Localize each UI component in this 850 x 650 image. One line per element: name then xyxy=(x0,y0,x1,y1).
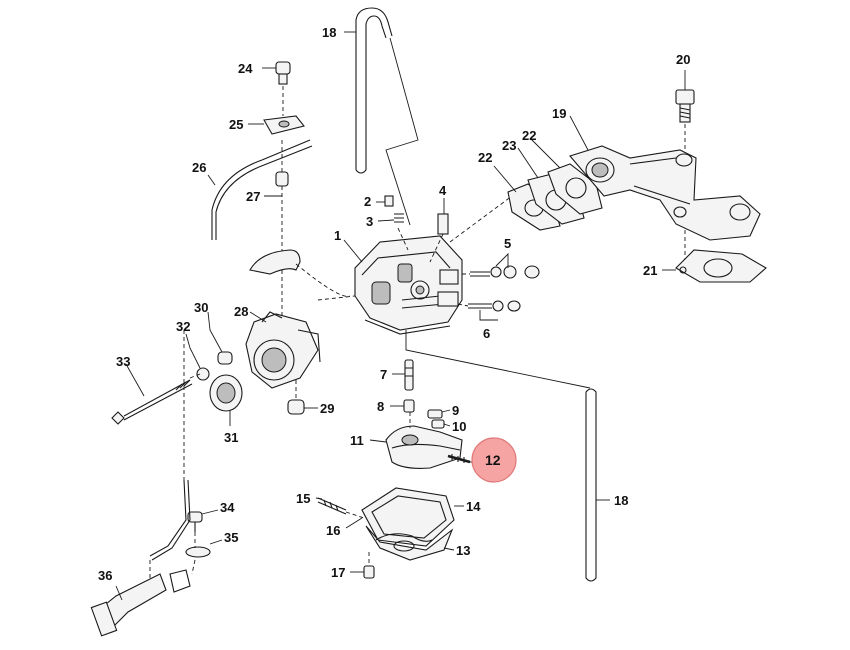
callout-6: 6 xyxy=(483,326,490,341)
callout-9: 9 xyxy=(452,403,459,418)
part-26-cable xyxy=(207,139,313,240)
callout-19: 19 xyxy=(552,106,566,121)
callout-27: 27 xyxy=(246,189,260,204)
callout-13: 13 xyxy=(456,543,470,558)
callout-36: 36 xyxy=(98,568,112,583)
callout-20: 20 xyxy=(676,52,690,67)
callout-28: 28 xyxy=(234,304,248,319)
callout-21: 21 xyxy=(643,263,657,278)
part-27-nut xyxy=(264,171,289,197)
part-15-screw xyxy=(315,497,347,515)
callout-33: 33 xyxy=(116,354,130,369)
callout-32: 32 xyxy=(176,319,190,334)
part-16-washer xyxy=(345,517,363,529)
part-29-nut xyxy=(287,399,318,415)
callout-22-top: 22 xyxy=(522,128,536,143)
callout-18-top: 18 xyxy=(322,25,336,40)
callout-12: 12 xyxy=(485,452,501,468)
part-1-carburetor-body xyxy=(354,235,463,335)
callout-16: 16 xyxy=(326,523,340,538)
callout-30: 30 xyxy=(194,300,208,315)
part-2-screw xyxy=(376,195,394,207)
callout-5: 5 xyxy=(504,236,511,251)
callout-29: 29 xyxy=(320,401,334,416)
part-34-screw xyxy=(187,509,219,532)
highlighted-callout-12[interactable]: 12 xyxy=(471,437,517,483)
callout-1: 1 xyxy=(334,228,341,243)
callout-18-right: 18 xyxy=(614,493,628,508)
part-33-long-bolt xyxy=(111,363,193,425)
callout-14: 14 xyxy=(466,499,481,514)
part-22-gasket-right xyxy=(547,163,603,215)
callout-10: 10 xyxy=(452,419,466,434)
callout-3: 3 xyxy=(366,214,373,229)
part-18-fuel-hose-top xyxy=(355,7,419,226)
part-17-drain-screw xyxy=(350,565,375,579)
part-13-float-bowl xyxy=(365,525,455,561)
part-18-fuel-hose-right xyxy=(585,388,610,582)
part-36-choke-knob-assembly xyxy=(90,569,191,637)
part-35-cable-clamp xyxy=(185,539,223,558)
callout-17: 17 xyxy=(331,565,345,580)
part-21-gasket xyxy=(675,249,767,283)
callout-8: 8 xyxy=(377,399,384,414)
callout-15: 15 xyxy=(296,491,310,506)
part-25-bracket xyxy=(248,115,305,135)
callout-34: 34 xyxy=(220,500,235,515)
part-30-washer xyxy=(207,311,233,365)
part-4-screw xyxy=(437,198,449,235)
part-11-float xyxy=(369,425,463,469)
callout-4: 4 xyxy=(439,183,447,198)
callout-labels: 18 24 20 19 25 22 23 22 26 27 2 4 3 1 5 … xyxy=(98,25,690,583)
callout-23: 23 xyxy=(502,138,516,153)
part-19-intake-manifold xyxy=(569,145,761,241)
part-9-float-pin xyxy=(427,409,451,419)
part-32-washer xyxy=(185,333,210,381)
part-31-gasket xyxy=(209,374,243,426)
part-24-screw xyxy=(262,61,291,85)
part-5-jet-assembly xyxy=(470,252,540,279)
part-6-jet-assembly xyxy=(468,300,521,321)
part-7-needle-jet xyxy=(392,359,414,391)
part-10-needle-valve xyxy=(431,419,451,429)
callout-7: 7 xyxy=(380,367,387,382)
callout-31: 31 xyxy=(224,430,238,445)
part-12-float-pin xyxy=(447,454,478,464)
callout-26: 26 xyxy=(192,160,206,175)
part-3-spring xyxy=(377,213,404,223)
callout-35: 35 xyxy=(224,530,238,545)
part-20-bolt xyxy=(675,70,695,123)
part-8-main-jet xyxy=(390,399,415,413)
part-28-throttle-body xyxy=(245,249,321,389)
callout-24: 24 xyxy=(238,61,253,76)
callout-2: 2 xyxy=(364,194,371,209)
callout-22-left: 22 xyxy=(478,150,492,165)
callout-11: 11 xyxy=(350,433,364,448)
callout-25: 25 xyxy=(229,117,243,132)
